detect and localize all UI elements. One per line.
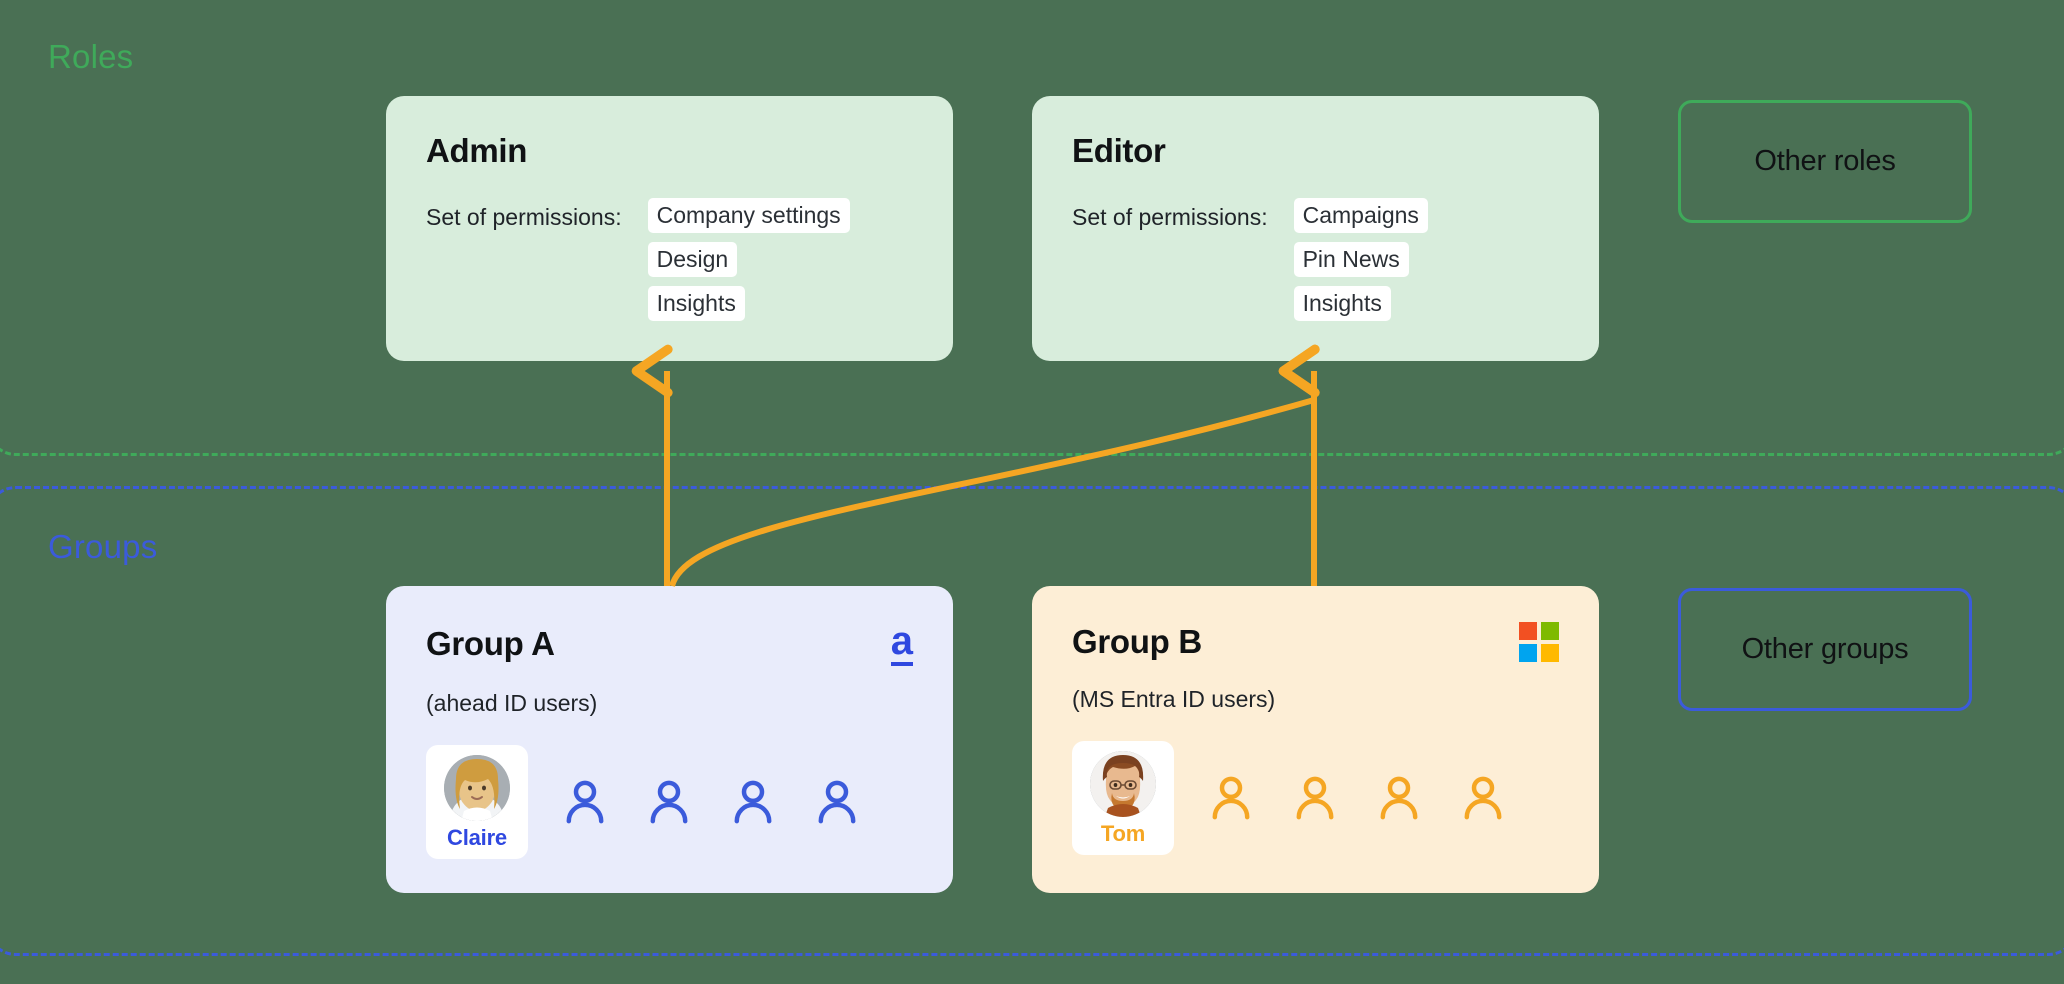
permissions-tag-list: Campaigns Pin News Insights [1293,198,1428,321]
permissions-tag-list: Company settings Design Insights [647,198,850,321]
groups-section-label: Groups [48,528,158,565]
permission-tag[interactable]: Insights [1293,286,1391,321]
other-groups-box[interactable]: Other groups [1678,588,1972,711]
role-card-editor[interactable]: Editor Set of permissions: Campaigns Pin… [1032,96,1599,361]
group-member-list: Tom [1072,741,1559,855]
permission-tag[interactable]: Pin News [1293,242,1409,277]
roles-section-label: Roles [48,38,134,75]
person-icon[interactable] [1204,771,1258,825]
permissions-caption: Set of permissions: [426,204,622,230]
permission-tag[interactable]: Insights [647,286,745,321]
connector-group-a-to-editor [669,344,1320,587]
other-groups-label: Other groups [1741,633,1909,665]
group-card-subtitle: (MS Entra ID users) [1072,686,1276,712]
person-icon[interactable] [558,775,612,829]
permission-tag[interactable]: Company settings [647,198,850,233]
group-member-list: Claire [426,745,913,859]
other-roles-label: Other roles [1754,145,1896,177]
person-icon[interactable] [1288,771,1342,825]
group-card-b[interactable]: Group B (MS Entra ID users) [1032,586,1599,893]
microsoft-logo-icon [1519,622,1559,662]
person-icon[interactable] [1372,771,1426,825]
member-name: Tom [1100,821,1146,846]
ahead-logo-icon: a [890,621,913,666]
group-card-title: Group B [1072,623,1202,660]
permission-tag[interactable]: Design [647,242,738,277]
person-icon[interactable] [810,775,864,829]
person-icon[interactable] [726,775,780,829]
member-card-claire[interactable]: Claire [426,745,528,859]
group-card-subtitle: (ahead ID users) [426,690,598,716]
person-icon[interactable] [642,775,696,829]
other-roles-box[interactable]: Other roles [1678,100,1972,223]
group-card-header: Group B [1072,622,1559,662]
group-card-title: Group A [426,625,555,662]
member-name: Claire [447,825,507,850]
permissions-row: Set of permissions: Campaigns Pin News I… [1072,198,1559,321]
permissions-caption: Set of permissions: [1072,204,1268,230]
avatar [1090,751,1156,817]
permissions-row: Set of permissions: Company settings Des… [426,198,913,321]
group-card-a[interactable]: Group A a (ahead ID users) [386,586,953,893]
role-card-title: Editor [1072,132,1166,169]
member-card-tom[interactable]: Tom [1072,741,1174,855]
person-icon[interactable] [1456,771,1510,825]
group-card-header: Group A a [426,621,913,666]
permission-tag[interactable]: Campaigns [1293,198,1428,233]
role-card-title: Admin [426,132,528,169]
role-card-admin[interactable]: Admin Set of permissions: Company settin… [386,96,953,361]
avatar [444,755,510,821]
